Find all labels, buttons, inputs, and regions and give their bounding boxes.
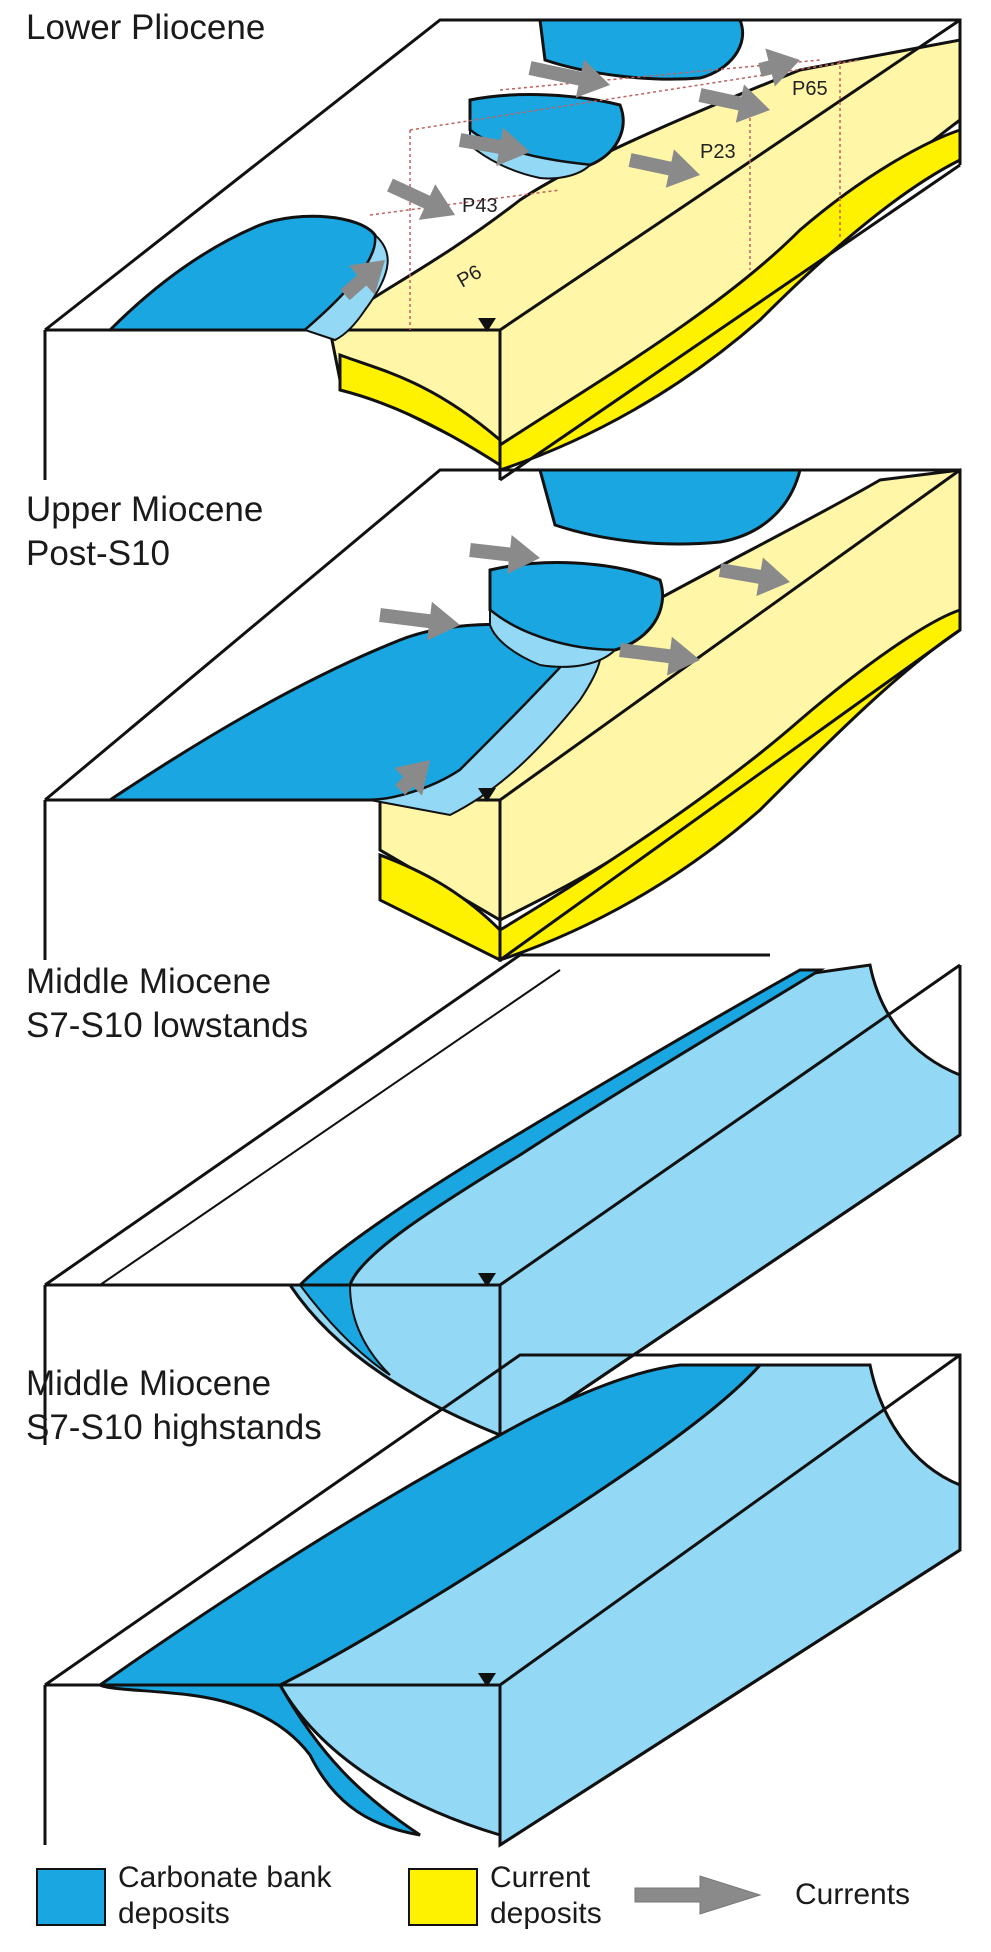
block-outline xyxy=(43,1353,962,1847)
legend-current-swatch xyxy=(408,1868,478,1926)
legend-currents-arrow xyxy=(634,1875,762,1915)
current-arrow xyxy=(619,636,700,676)
legend-carbonate-label: Carbonate bank deposits xyxy=(118,1860,332,1932)
core-label-p23: P23 xyxy=(700,141,736,163)
sea-level-marker xyxy=(478,318,496,332)
legend-current: Current deposits xyxy=(408,1860,618,1940)
title-line: S7-S10 lowstands xyxy=(26,1006,309,1045)
legend-carbonate: Carbonate bank deposits xyxy=(36,1860,396,1940)
legend-carbonate-swatch xyxy=(36,1868,106,1926)
current-arrows xyxy=(379,535,790,796)
slope-front xyxy=(277,1683,502,1838)
panel-middle-miocene-lowstands xyxy=(43,953,962,1448)
current-arrows xyxy=(340,48,800,301)
current-arrow xyxy=(458,127,530,167)
legend-line: deposits xyxy=(118,1897,230,1930)
carbonate-toe xyxy=(296,968,826,1287)
legend-line: deposits xyxy=(490,1897,602,1930)
carbonate-toe-front xyxy=(297,1284,391,1376)
carbonate-bank-top xyxy=(538,468,802,546)
current-arrow xyxy=(387,178,455,220)
carbonate-bank-front xyxy=(99,1683,421,1837)
current-arrow xyxy=(340,260,385,301)
current-arrow xyxy=(698,84,770,123)
panel-upper-miocene xyxy=(43,468,962,963)
legend-current-label: Current deposits xyxy=(490,1860,602,1932)
current-arrow xyxy=(394,760,430,796)
title-line: Middle Miocene xyxy=(26,962,272,1001)
legend-currents-label: Currents xyxy=(795,1878,911,1911)
title-line: Lower Pliocene xyxy=(26,8,266,47)
current-arrow xyxy=(718,557,790,597)
panel-title-lower-pliocene: Lower Pliocene xyxy=(26,6,265,50)
panel-lower-pliocene: P65 P23 P43 P6 xyxy=(43,18,962,482)
legend-line: Carbonate bank xyxy=(118,1861,332,1894)
legend-graphics xyxy=(634,1875,762,1915)
title-line: S7-S10 highstands xyxy=(26,1408,322,1447)
current-arrow xyxy=(758,48,800,87)
core-label-p43: P43 xyxy=(462,195,498,217)
panel-title-middle-miocene-lowstands: Middle Miocene S7-S10 lowstands xyxy=(26,960,308,1048)
title-line: Upper Miocene xyxy=(26,490,264,529)
panel-title-upper-miocene: Upper Miocene Post-S10 xyxy=(26,488,263,576)
current-arrow xyxy=(469,535,540,574)
sea-level-marker xyxy=(478,1273,496,1287)
sea-level-marker xyxy=(478,1673,496,1687)
title-line: Post-S10 xyxy=(26,534,170,573)
panel-middle-miocene-highstands xyxy=(43,1353,962,1848)
carbonate-slope-middle xyxy=(489,607,618,668)
sea-level-marker xyxy=(478,788,496,802)
platform-top-line xyxy=(99,969,561,1286)
carbonate-bank-top xyxy=(538,18,745,81)
legend-line: Current xyxy=(490,1861,591,1894)
core-label-p65: P65 xyxy=(792,78,828,100)
carbonate-bank xyxy=(95,1363,764,1687)
current-arrow xyxy=(379,601,460,641)
panel-title-middle-miocene-highstands: Middle Miocene S7-S10 highstands xyxy=(26,1362,322,1450)
title-line: Middle Miocene xyxy=(26,1364,272,1403)
current-arrow xyxy=(528,59,610,98)
current-arrow xyxy=(628,149,700,188)
block-outline xyxy=(43,953,962,1447)
